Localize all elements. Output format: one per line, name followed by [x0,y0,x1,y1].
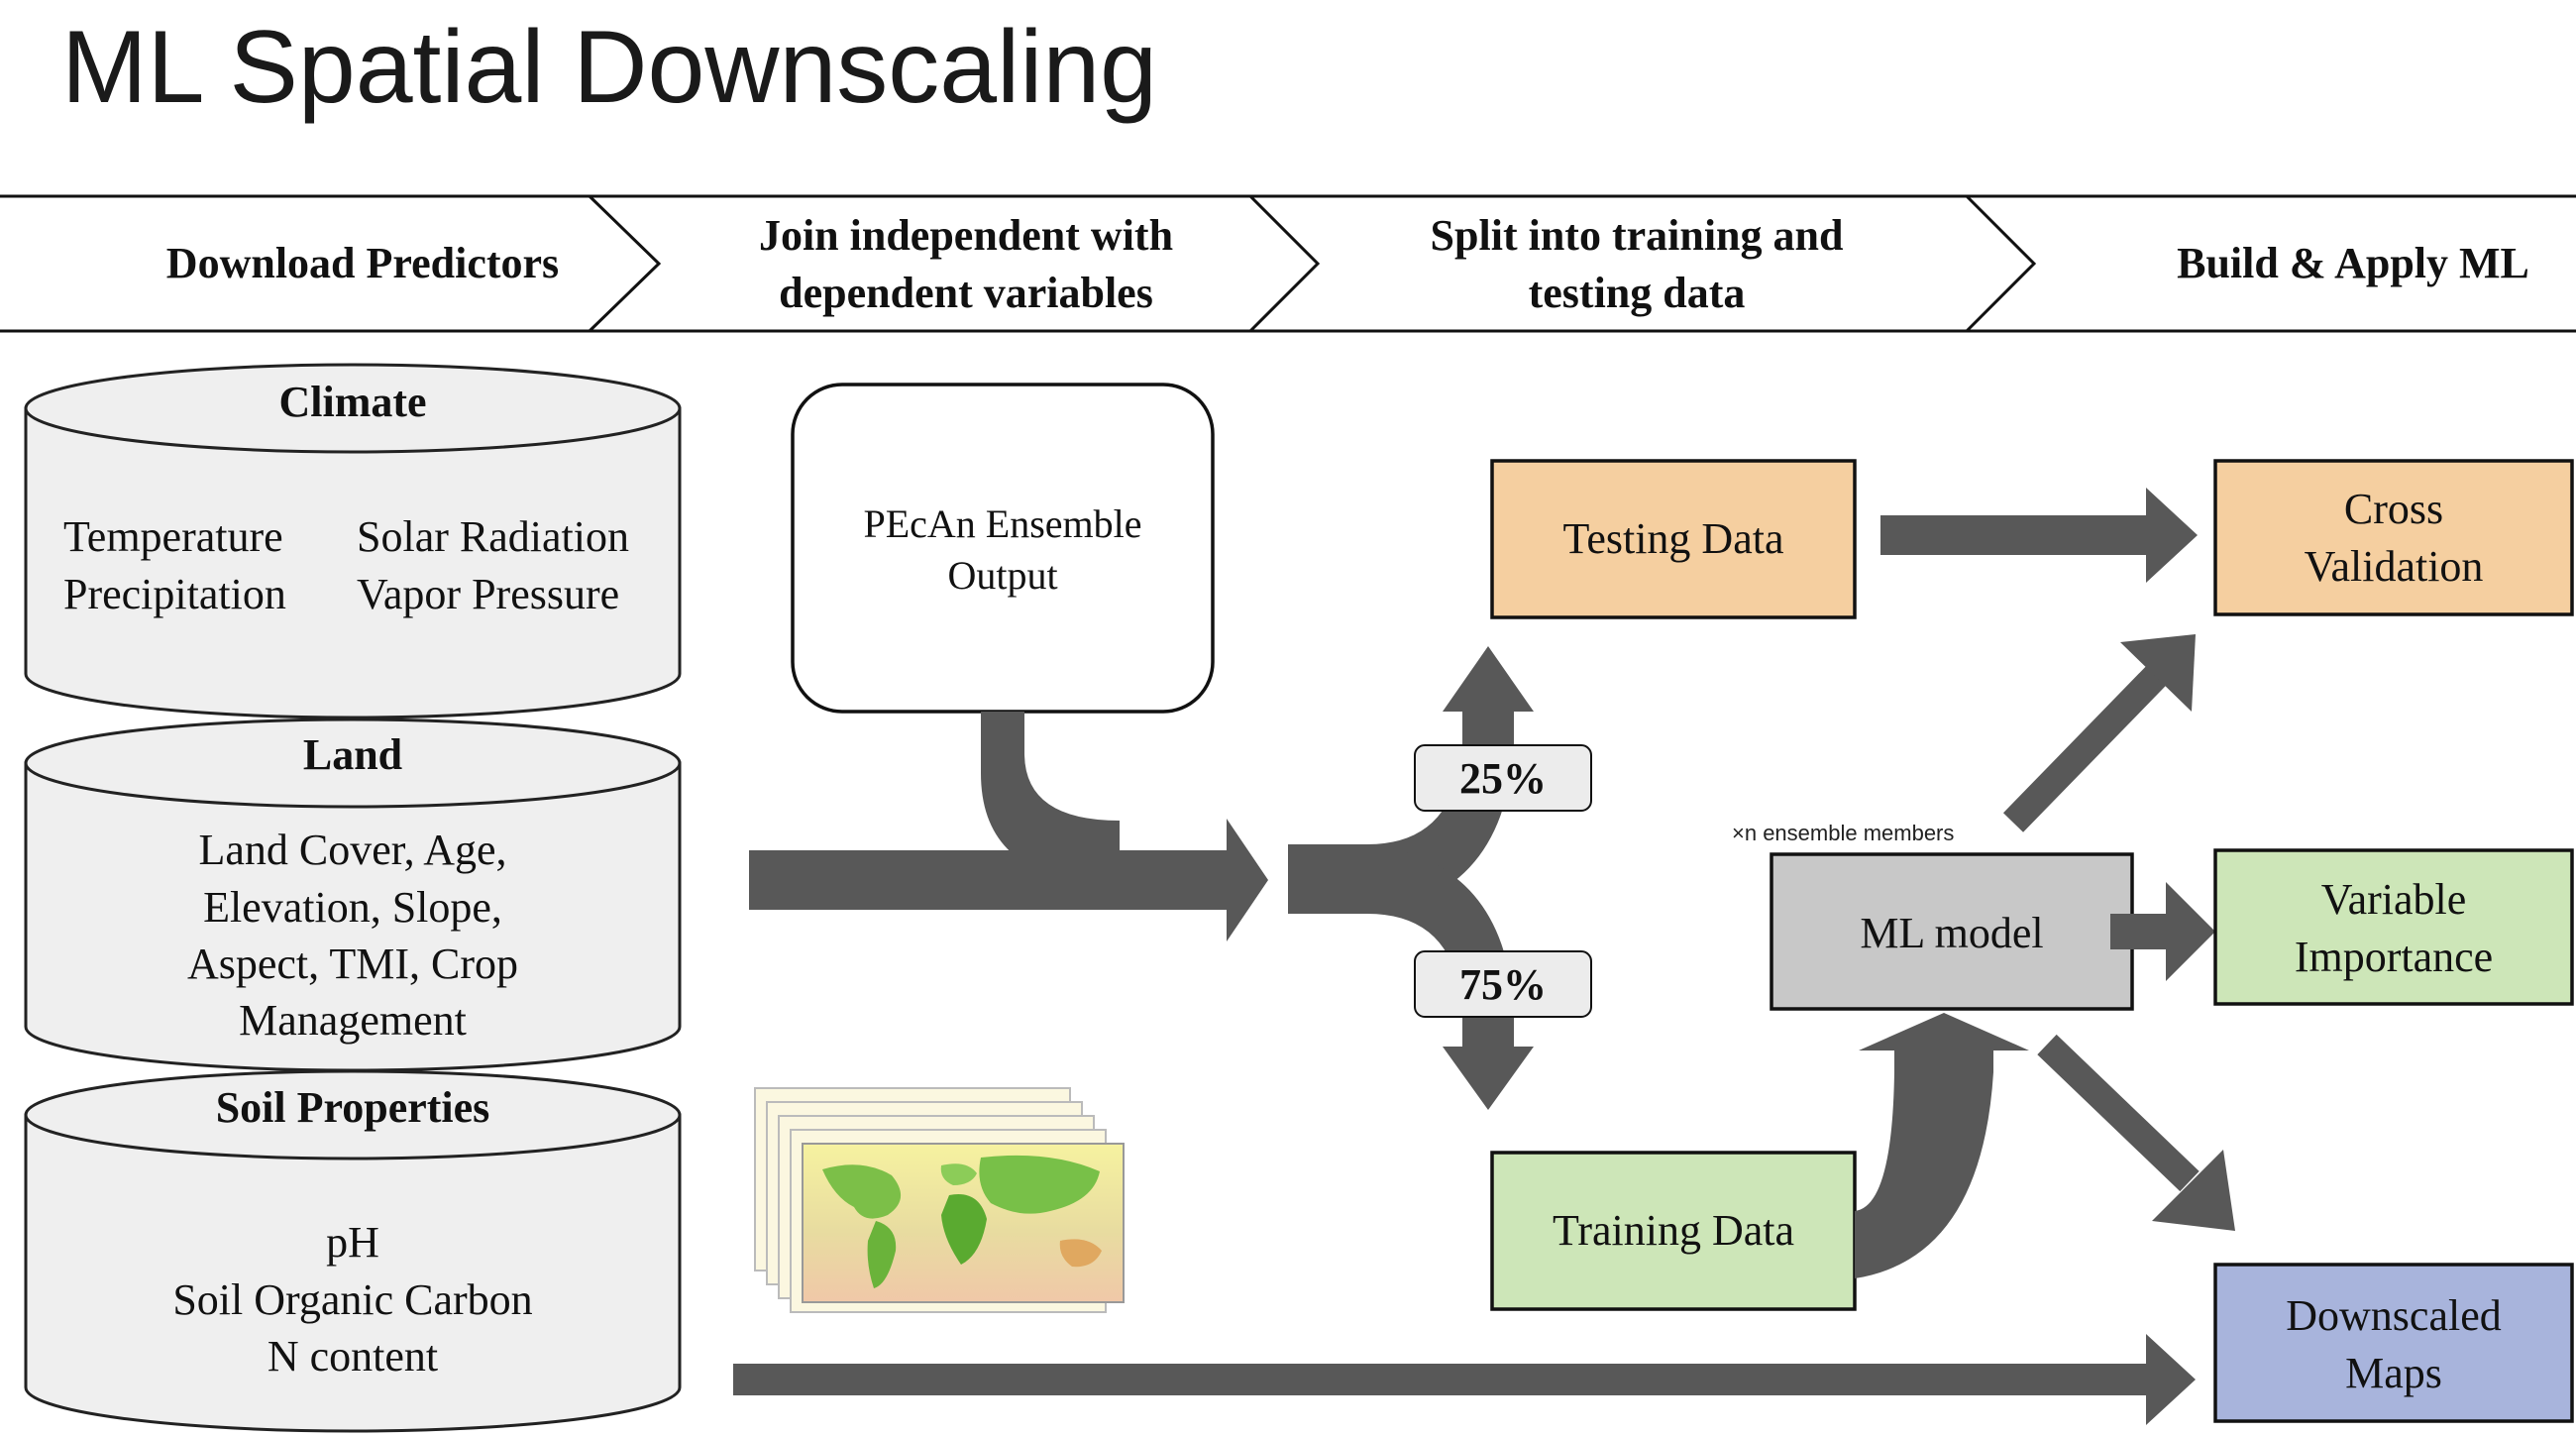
land-item: Management [239,996,467,1045]
cross-validation-label: Validation [2305,542,2484,591]
land-item: Aspect, TMI, Crop [187,940,518,988]
cross-validation-label: Cross [2344,485,2443,533]
soil-properties-title: Soil Properties [216,1083,490,1132]
step-build-apply-ml: Build & Apply ML [2177,239,2529,287]
climate-item: Vapor Pressure [357,570,619,618]
variable-importance-label: Variable [2321,875,2467,924]
training-percentage: 75% [1459,960,1547,1009]
variable-importance-label: Importance [2295,933,2493,981]
ml-to-variable-importance-arrow [2110,882,2215,981]
world-map-stack-image [754,1087,1125,1313]
downscaled-maps-box: Downscaled Maps [2213,1263,2574,1423]
ml-to-downscaled-maps-arrow [2037,1034,2235,1231]
training-percentage-badge: 75% [1414,950,1592,1018]
pecan-label: PEcAn Ensemble [863,501,1141,546]
land-item: Land Cover, Age, [198,826,506,874]
step-join-line1: Join independent with [759,211,1173,260]
predictors-to-split-arrow [749,819,1268,941]
soil-item: Soil Organic Carbon [172,1275,532,1324]
climate-title: Climate [278,378,426,426]
split-fork-arrow [1288,646,1534,1110]
training-to-ml-model-arrow [1855,1013,2029,1278]
climate-item: Precipitation [63,570,286,618]
soil-properties-cylinder: Soil Properties pH Soil Organic Carbon N… [24,1069,682,1433]
ml-to-cross-validation-arrow [2002,634,2196,832]
testing-data-label: Testing Data [1563,514,1784,563]
land-item: Elevation, Slope, [203,883,502,932]
pecan-label: Output [947,553,1057,598]
chevron-separator [1248,194,1321,333]
downscaled-maps-label: Maps [2345,1349,2442,1397]
step-join-line2: dependent variables [779,269,1153,317]
step-download-predictors: Download Predictors [166,239,559,287]
testing-percentage-badge: 25% [1414,744,1592,812]
climate-item: Solar Radiation [357,512,629,561]
variable-importance-box: Variable Importance [2213,848,2574,1006]
predictors-to-downscaled-maps-arrow [733,1334,2196,1425]
page-title: ML Spatial Downscaling [61,10,1157,125]
testing-to-cross-validation-arrow [1880,488,2198,583]
step-split-line2: testing data [1529,269,1746,317]
land-title: Land [303,730,402,779]
testing-data-box: Testing Data [1490,459,1857,619]
ml-model-box: ML model [1770,852,2134,1011]
soil-item: N content [268,1332,438,1381]
step-banner: Download Predictors Join independent wit… [0,194,2576,333]
downscaled-maps-label: Downscaled [2286,1291,2502,1340]
training-data-box: Training Data [1490,1151,1857,1311]
soil-item: pH [326,1218,379,1267]
land-cylinder: Land Land Cover, Age, Elevation, Slope, … [24,718,682,1072]
pecan-curve-arrow [981,712,1120,884]
step-split-line1: Split into training and [1431,211,1844,260]
testing-percentage: 25% [1459,754,1547,803]
ml-model-label: ML model [1860,909,2043,957]
chevron-separator [588,194,662,333]
climate-item: Temperature [63,512,283,561]
pecan-ensemble-output-box: PEcAn Ensemble Output [791,383,1215,714]
climate-cylinder: Climate Temperature Precipitation Solar … [24,363,682,719]
ensemble-members-note: ×n ensemble members [1732,821,1954,845]
cross-validation-box: Cross Validation [2213,459,2574,616]
chevron-separator [1965,194,2037,333]
training-data-label: Training Data [1553,1206,1794,1255]
